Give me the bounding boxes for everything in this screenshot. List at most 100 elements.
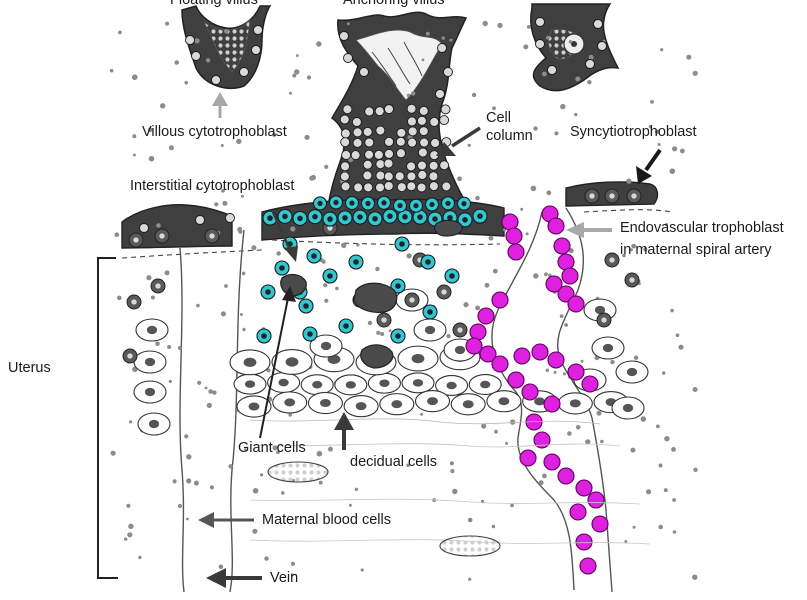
blood-dot	[574, 113, 577, 116]
blood-dot	[389, 329, 392, 332]
label-syncytiotrophoblast: Syncytiotrophoblast	[570, 124, 697, 141]
blood-dot	[169, 380, 172, 383]
decidual-cell	[380, 394, 414, 415]
endovascular-trophoblast-cell	[588, 492, 604, 508]
blood-dot	[546, 36, 550, 40]
blood-dot	[446, 334, 450, 338]
villus-nucleus	[353, 138, 362, 147]
decidual-cell	[558, 393, 592, 414]
blood-dot	[127, 532, 132, 537]
endovascular-trophoblast-cell	[558, 468, 574, 484]
blood-dot	[554, 371, 557, 374]
villus-nucleus	[408, 138, 417, 147]
blood-dot	[670, 168, 676, 174]
villus-nucleus	[419, 127, 428, 136]
blood-dot	[481, 423, 486, 428]
dark-trophoblast-cell	[377, 313, 391, 327]
blood-dot	[634, 356, 638, 360]
blood-dot	[324, 165, 328, 169]
dark-trophoblast-cell	[127, 295, 141, 309]
villus-nucleus	[436, 90, 445, 99]
blood-dot	[186, 454, 191, 459]
cytotrophoblast-cell	[362, 197, 375, 210]
villus-nucleus	[407, 104, 416, 113]
decidual-cell	[398, 346, 438, 371]
cytotrophoblast-cell	[308, 210, 322, 224]
villus-nucleus	[431, 138, 440, 147]
villus-nucleus	[444, 68, 453, 77]
villus-nucleus	[586, 60, 595, 69]
blood-dot	[349, 504, 352, 507]
arrow-endovascular	[566, 222, 612, 238]
blood-dot	[368, 321, 372, 325]
blood-dot	[288, 413, 292, 417]
villus-nucleus	[407, 117, 416, 126]
villus-nucleus	[395, 172, 404, 181]
blood-dot	[442, 36, 445, 39]
blood-dot	[672, 146, 677, 151]
blood-dot	[128, 524, 133, 529]
blood-dot	[692, 575, 697, 580]
villus-nucleus	[376, 160, 385, 169]
blood-dot	[546, 369, 549, 372]
blood-dot	[178, 504, 182, 508]
blood-dot	[560, 104, 565, 109]
decidual-cell	[273, 392, 307, 413]
villus-nucleus	[408, 127, 417, 136]
blood-dot	[376, 331, 380, 335]
dark-trophoblast-cell	[155, 229, 169, 243]
blood-dot	[124, 537, 127, 540]
blood-dot	[174, 60, 179, 65]
blood-dot	[194, 481, 199, 486]
blood-dot	[673, 530, 677, 534]
villus-nucleus	[364, 183, 373, 192]
villus-nucleus	[374, 150, 383, 159]
endovascular-trophoblast-cell	[544, 454, 560, 470]
cytotrophoblast-cell	[307, 249, 321, 263]
blood-dot	[670, 309, 674, 313]
villus-nucleus	[598, 42, 607, 51]
villus-nucleus	[375, 183, 384, 192]
villus-nucleus	[196, 216, 205, 225]
villus-nucleus	[186, 36, 195, 45]
villus-nucleus	[360, 68, 369, 77]
blood-dot	[126, 504, 130, 508]
villus-nucleus	[212, 76, 221, 85]
label-uterus: Uterus	[8, 360, 51, 377]
villus-nucleus	[353, 128, 362, 137]
label-vein: Vein	[270, 570, 298, 587]
villus-nucleus	[376, 171, 385, 180]
blood-dot	[520, 208, 523, 211]
blood-dot	[132, 134, 136, 138]
decidual-cell	[616, 361, 648, 383]
blood-dot	[475, 196, 479, 200]
villus-nucleus	[430, 117, 439, 126]
villus-nucleus	[407, 162, 416, 171]
uterus-bracket	[98, 258, 118, 578]
blood-dot	[324, 299, 328, 303]
blood-dot	[149, 156, 155, 162]
villus-nucleus	[341, 138, 350, 147]
blood-dot	[693, 71, 698, 76]
blood-dot	[483, 21, 488, 26]
endovascular-trophoblast-cell	[568, 296, 584, 312]
cytotrophoblast-cell	[394, 199, 407, 212]
blood-dot	[533, 126, 537, 130]
blood-dot	[319, 481, 323, 485]
blood-dot	[206, 58, 210, 62]
villus-nucleus	[254, 26, 263, 35]
label-floating-villus: Floating villus	[170, 0, 258, 9]
endovascular-trophoblast-cell	[466, 338, 482, 354]
villus-nucleus	[385, 149, 394, 158]
villus-nucleus	[363, 127, 372, 136]
blood-dot	[221, 144, 224, 147]
blood-dot	[546, 190, 551, 195]
blood-dot	[138, 556, 141, 559]
blood-dot	[660, 48, 663, 51]
blood-dot	[129, 420, 132, 423]
decidual-cell	[487, 391, 521, 412]
villus-nucleus	[385, 137, 394, 146]
endovascular-trophoblast-cell	[502, 214, 518, 230]
blood-dot	[118, 31, 122, 35]
